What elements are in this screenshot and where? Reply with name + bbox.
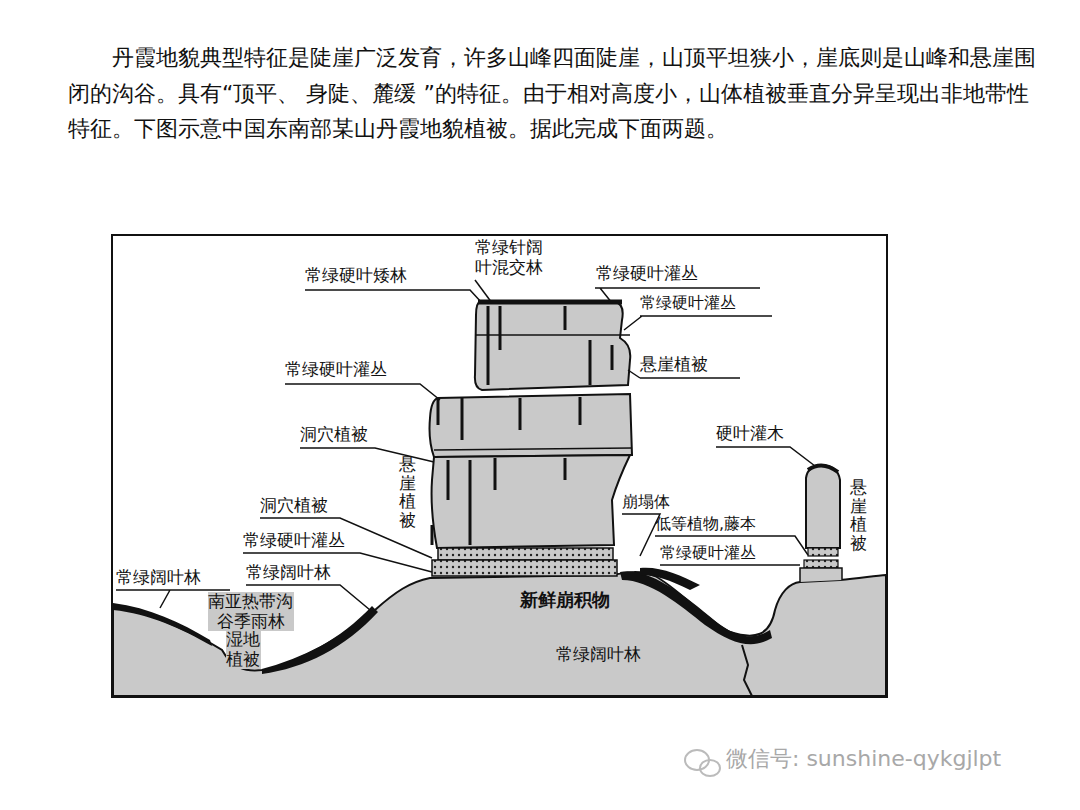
frame (112, 235, 887, 697)
vegetation-label: 常绿阔叶林 (556, 645, 641, 665)
vegetation-label: 常绿硬叶灌丛 (596, 264, 698, 284)
vegetation-label: 常绿针阔叶混交林 (474, 238, 544, 277)
middle-block (430, 394, 633, 457)
vegetation-label: 南亚热带沟谷季雨林 (208, 592, 294, 631)
vegetation-label: 常绿硬叶矮林 (305, 266, 407, 286)
intro-paragraph: 丹霞地貌典型特征是陡崖广泛发育，许多山峰四面陡崖，山顶平坦狭小，崖底则是山峰和悬… (68, 40, 1043, 147)
landform-label: 崩塌体 (622, 493, 670, 511)
vegetation-label: 低等植物,藤本 (655, 515, 756, 533)
vegetation-label: 常绿硬叶灌丛 (660, 544, 756, 562)
vegetation-label: 常绿阔叶林 (116, 568, 201, 588)
right-column (806, 465, 840, 548)
vegetation-label: 洞穴植被 (300, 425, 368, 445)
lower-block (432, 455, 630, 548)
ground (113, 572, 886, 696)
vegetation-label: 常绿硬叶灌丛 (243, 531, 345, 551)
vegetation-label: 洞穴植被 (260, 496, 328, 516)
vegetation-label: 悬崖植被 (399, 455, 416, 530)
summit-block (475, 302, 630, 390)
vegetation-label: 常绿硬叶灌丛 (640, 294, 736, 312)
vegetation-label: 悬崖植被 (850, 478, 867, 553)
vegetation-label: 硬叶灌木 (716, 424, 784, 444)
vegetation-label: 湿地植被 (226, 630, 261, 669)
watermark: 微信号: sunshine-qykgjlpt (726, 746, 1001, 771)
landform-label: 新鲜崩积物 (520, 590, 610, 611)
vegetation-label: 悬崖植被 (640, 355, 708, 375)
leader-lines (116, 280, 815, 610)
vegetation-label: 常绿硬叶灌丛 (285, 360, 387, 380)
vegetation-label: 常绿阔叶林 (246, 563, 331, 583)
